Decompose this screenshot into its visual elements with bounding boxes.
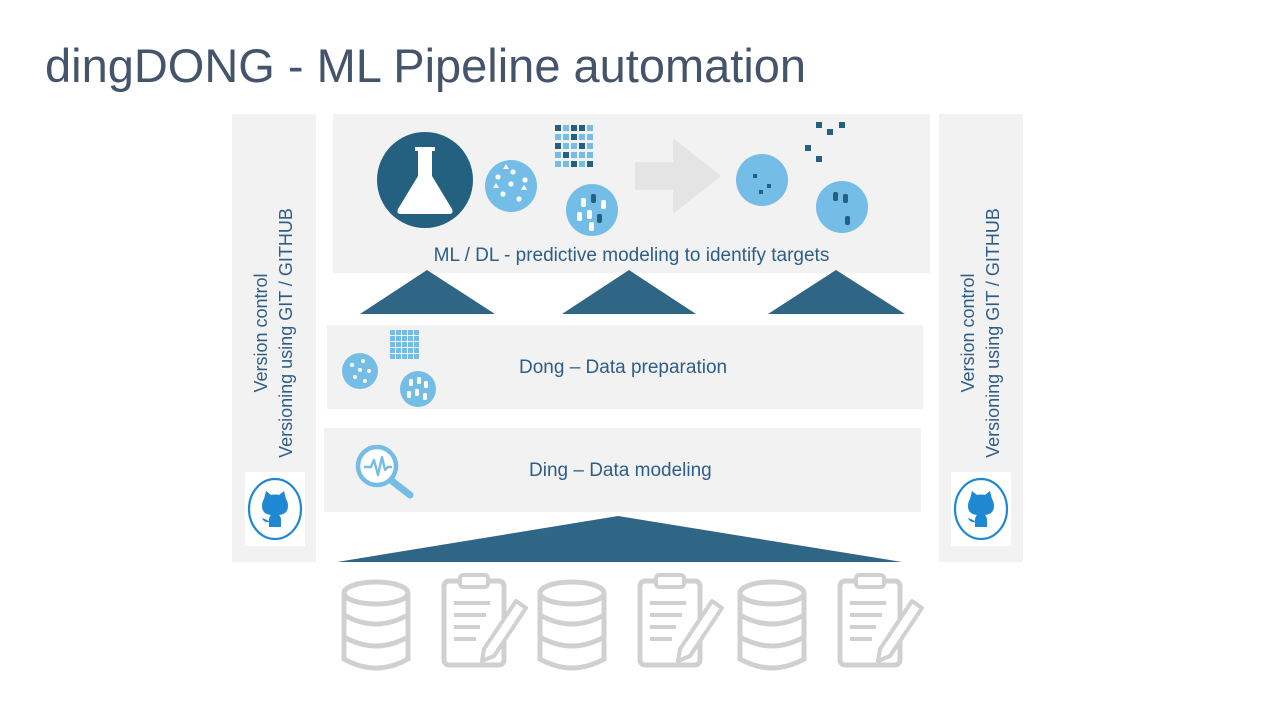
mixed-data-icon [485,160,537,212]
scattered-data-icon [805,122,845,162]
left-sidebar-line2: Versioning using GIT / GITHUB [276,208,296,458]
left-version-control-panel: Version control Versioning using GIT / G… [232,114,316,562]
right-version-control-panel: Version control Versioning using GIT / G… [939,114,1023,562]
people-cluster-icon [400,371,436,407]
ml-layer-label: ML / DL - predictive modeling to identif… [433,245,830,266]
target-cluster-icon [736,154,788,206]
ding-layer-panel [324,428,921,512]
right-sidebar-line1: Version control [958,273,978,393]
ding-base-triangle [337,516,902,562]
page-title: dingDONG - ML Pipeline automation [45,39,807,92]
clipboard-icon [840,575,922,665]
database-icon [540,582,604,668]
target-people-icon [816,181,868,233]
people-cluster-icon [566,184,618,236]
left-sidebar-text: Version control Versioning using GIT / G… [249,163,299,503]
clipboard-icon [444,575,526,665]
data-grid-icon [555,125,593,167]
left-sidebar-line1: Version control [251,273,271,393]
left-github-badge [245,472,305,546]
dong-layer-graphics [342,330,436,407]
github-icon [953,477,1009,541]
database-icon [740,582,804,668]
github-icon [247,477,303,541]
database-icon [344,582,408,668]
ml-layer-graphics [377,122,868,236]
dong-layer-label: Dong – Data preparation [519,357,728,378]
process-arrow-icon [635,138,721,214]
right-github-badge [951,472,1011,546]
ml-feed-triangles [360,270,905,314]
right-sidebar-text: Version control Versioning using GIT / G… [956,163,1006,503]
data-grid-icon [390,330,419,359]
ding-layer-label: Ding – Data modeling [529,460,712,481]
flask-icon [377,132,473,228]
data-sources-row [320,565,940,685]
mixed-data-icon [342,353,378,389]
right-sidebar-line2: Versioning using GIT / GITHUB [983,208,1003,458]
clipboard-icon [640,575,722,665]
magnifier-analysis-icon [355,444,414,499]
